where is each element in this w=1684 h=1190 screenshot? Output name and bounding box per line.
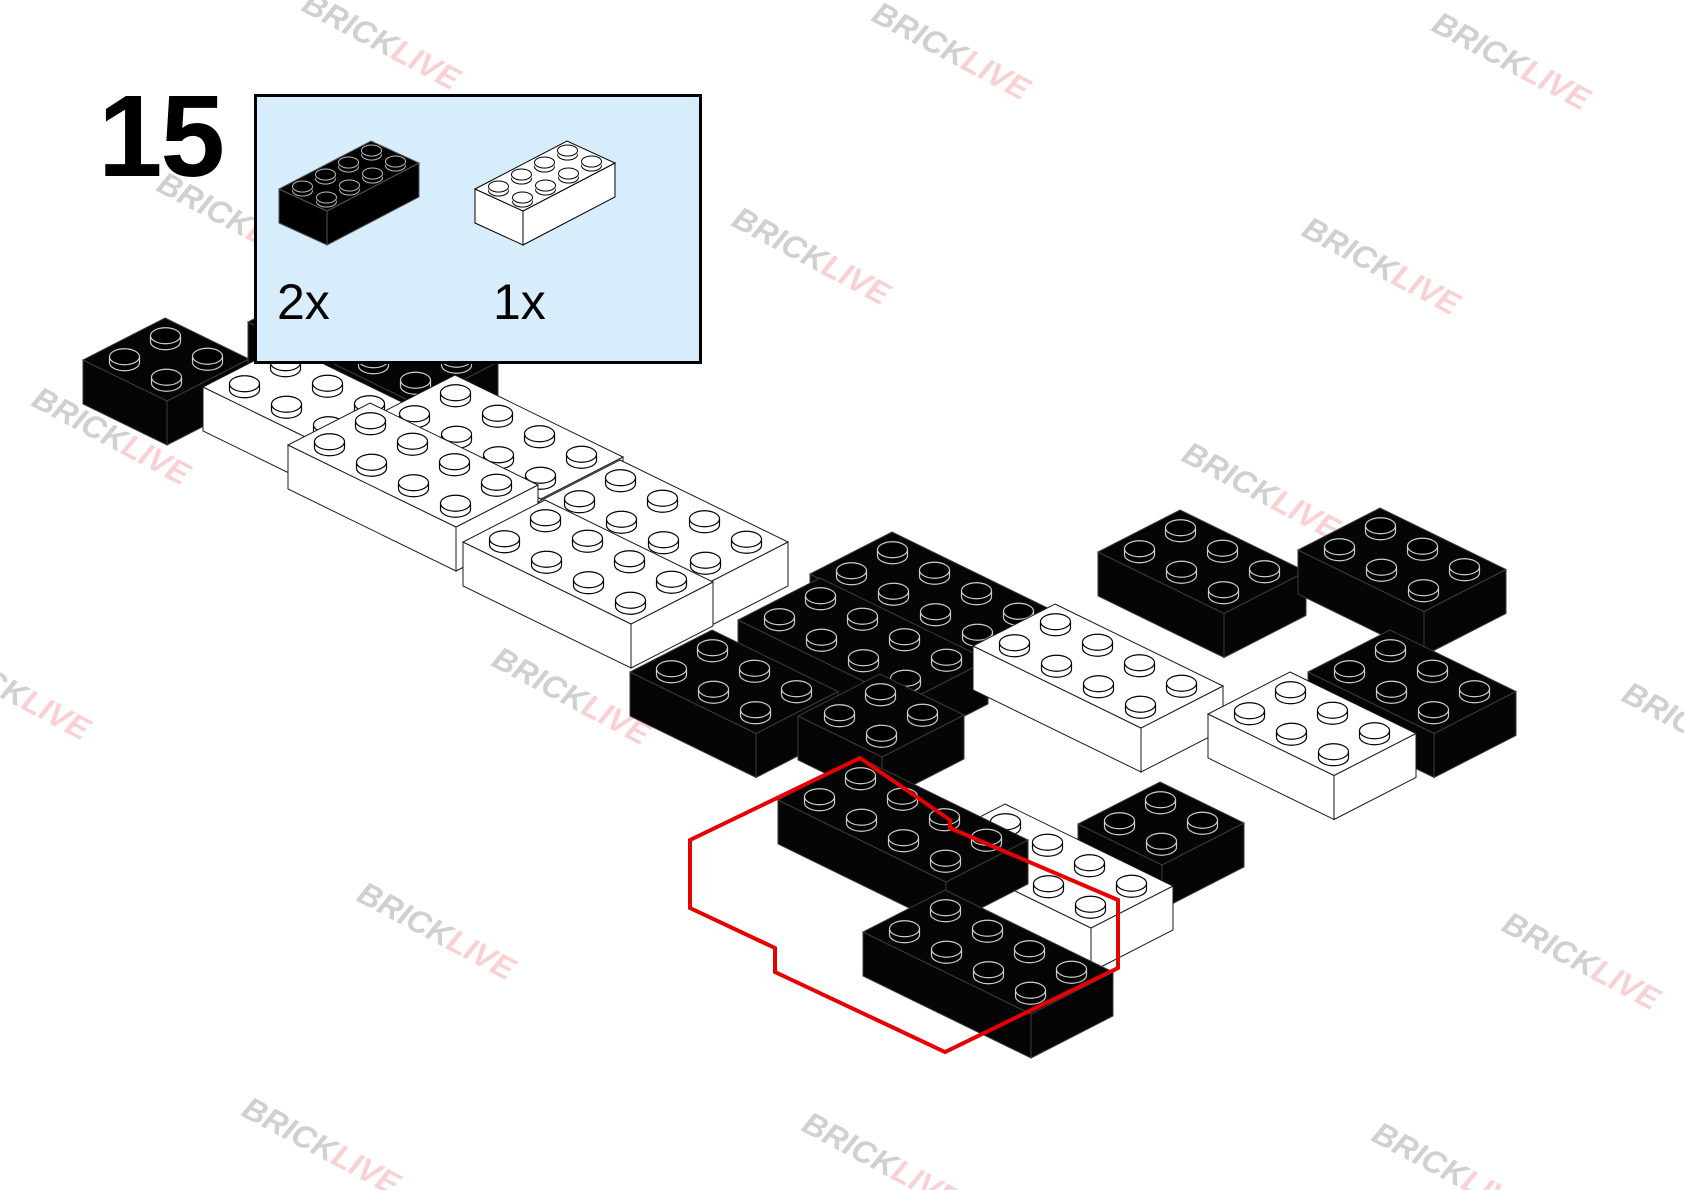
brick-black-10 bbox=[1296, 507, 1508, 657]
watermark-text: BRICKLIVE bbox=[1617, 674, 1684, 788]
brick-black-9 bbox=[1096, 509, 1308, 659]
brick-white-7 bbox=[461, 499, 715, 669]
brick-white-5 bbox=[286, 402, 540, 572]
watermark-text: BRICKLIVE bbox=[297, 0, 468, 98]
part-white-brick-2x4 bbox=[473, 140, 617, 246]
watermark-text: BRICKLIVE bbox=[1367, 1114, 1538, 1190]
step-number: 15 bbox=[98, 71, 225, 201]
watermark-text: BRICKLIVE bbox=[1497, 904, 1668, 1018]
watermark-text: BRICKLIVE bbox=[352, 874, 523, 988]
brick-white-15 bbox=[1206, 671, 1418, 821]
parts-callout: 2x 1x bbox=[254, 94, 702, 364]
brick-black-19 bbox=[776, 757, 1030, 927]
watermark-text: BRICKLIVE bbox=[727, 199, 898, 313]
white-brick-quantity: 1x bbox=[493, 274, 546, 330]
brick-black-20 bbox=[861, 889, 1115, 1059]
watermark-text: BRICKLIVE bbox=[1297, 209, 1468, 323]
brick-white-13 bbox=[971, 603, 1225, 773]
watermark-text: BRICKLIVE bbox=[237, 1089, 408, 1190]
part-black-brick-2x4 bbox=[277, 140, 421, 246]
parts-illustration bbox=[277, 140, 617, 246]
watermark-text: BRICKLIVE bbox=[1427, 4, 1598, 118]
brick-black-12 bbox=[628, 629, 840, 779]
watermark-text: BRICKLIVE bbox=[0, 634, 97, 748]
watermark-text: BRICKLIVE bbox=[797, 1104, 968, 1190]
brick-black-17 bbox=[1076, 781, 1246, 910]
black-brick-quantity: 2x bbox=[277, 274, 330, 330]
new-parts-highlight bbox=[688, 755, 1120, 1055]
brick-model bbox=[81, 279, 1518, 1059]
watermark-text: BRICKLIVE bbox=[867, 0, 1038, 108]
